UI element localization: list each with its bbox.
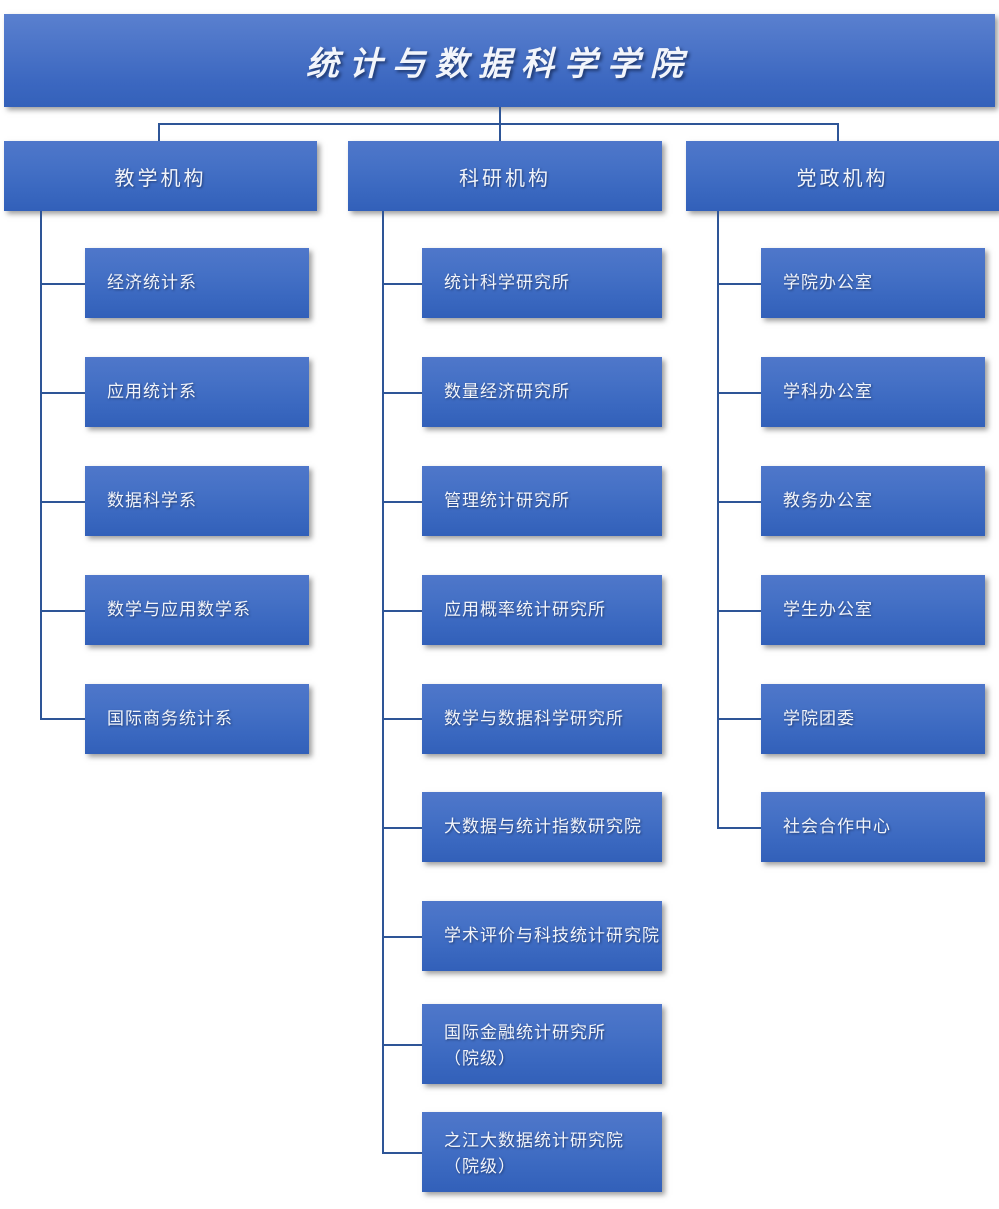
branch-head-research-label: 科研机构 [459, 167, 551, 190]
leaf-node-label: 大数据与统计指数研究院 [444, 816, 642, 836]
connector-branch-administration-3 [717, 501, 763, 503]
connector-to-head-teaching [158, 123, 160, 142]
connector-branch-research-3 [382, 501, 424, 503]
connector-branch-administration-2 [717, 392, 763, 394]
connector-branch-research-9 [382, 1152, 424, 1154]
leaf-node[interactable]: 国际金融统计研究所 （院级） [422, 1004, 662, 1084]
connector-branch-research-6 [382, 827, 424, 829]
branch-head-administration-label: 党政机构 [796, 167, 889, 190]
connector-branch-administration-1 [717, 283, 763, 285]
leaf-node-label: 经济统计系 [107, 272, 197, 292]
leaf-node-label: 数学与应用数学系 [107, 599, 251, 619]
connector-branch-administration-6 [717, 827, 763, 829]
connector-branch-teaching-4 [40, 610, 86, 612]
root-node-statistics-college[interactable]: 统计与数据科学学院 [4, 14, 995, 107]
leaf-node[interactable]: 数学与数据科学研究所 [422, 684, 662, 754]
connector-branch-research-1 [382, 283, 424, 285]
leaf-node[interactable]: 国际商务统计系 [85, 684, 309, 754]
leaf-node[interactable]: 社会合作中心 [761, 792, 985, 862]
branch-head-teaching[interactable]: 教学机构 [4, 141, 317, 211]
connector-branch-research-4 [382, 610, 424, 612]
leaf-node-label: 教务办公室 [783, 490, 873, 510]
connector-branch-teaching-2 [40, 392, 86, 394]
leaf-node-label: 国际金融统计研究所 （院级） [444, 1022, 606, 1068]
connector-branch-teaching-3 [40, 501, 86, 503]
connector-branch-administration-4 [717, 610, 763, 612]
root-node-label: 统计与数据科学学院 [306, 43, 693, 83]
leaf-node[interactable]: 应用统计系 [85, 357, 309, 427]
branch-head-research[interactable]: 科研机构 [348, 141, 662, 211]
leaf-node[interactable]: 学生办公室 [761, 575, 985, 645]
connector-branch-teaching-1 [40, 283, 86, 285]
connector-stem-research [382, 211, 384, 1154]
leaf-node-label: 学院办公室 [783, 272, 873, 292]
leaf-node[interactable]: 数学与应用数学系 [85, 575, 309, 645]
branch-head-teaching-label: 教学机构 [114, 167, 207, 190]
leaf-node[interactable]: 学院团委 [761, 684, 985, 754]
leaf-node-label: 学科办公室 [783, 381, 873, 401]
leaf-node[interactable]: 统计科学研究所 [422, 248, 662, 318]
leaf-node[interactable]: 管理统计研究所 [422, 466, 662, 536]
leaf-node[interactable]: 学院办公室 [761, 248, 985, 318]
leaf-node[interactable]: 学术评价与科技统计研究院 [422, 901, 662, 971]
connector-branch-research-5 [382, 718, 424, 720]
leaf-node-label: 应用概率统计研究所 [444, 599, 606, 619]
connector-to-head-research [499, 123, 501, 142]
leaf-node-label: 数据科学系 [107, 490, 197, 510]
leaf-node-label: 学术评价与科技统计研究院 [444, 925, 660, 945]
leaf-node-label: 学生办公室 [783, 599, 873, 619]
connector-branch-research-8 [382, 1044, 424, 1046]
connector-stem-teaching [40, 211, 42, 720]
leaf-node-label: 国际商务统计系 [107, 708, 233, 728]
leaf-node-label: 数学与数据科学研究所 [444, 708, 624, 728]
leaf-node-label: 学院团委 [783, 708, 855, 728]
leaf-node[interactable]: 应用概率统计研究所 [422, 575, 662, 645]
connector-branch-research-7 [382, 936, 424, 938]
connector-branch-administration-5 [717, 718, 763, 720]
connector-root-bar [158, 123, 839, 125]
leaf-node-label: 之江大数据统计研究院 （院级） [444, 1130, 624, 1176]
leaf-node[interactable]: 大数据与统计指数研究院 [422, 792, 662, 862]
leaf-node-label: 统计科学研究所 [444, 272, 570, 292]
leaf-node[interactable]: 经济统计系 [85, 248, 309, 318]
leaf-node-label: 社会合作中心 [783, 816, 891, 836]
connector-root-drop [499, 107, 501, 124]
leaf-node[interactable]: 数量经济研究所 [422, 357, 662, 427]
leaf-node-label: 数量经济研究所 [444, 381, 570, 401]
connector-branch-teaching-5 [40, 718, 86, 720]
connector-stem-administration [717, 211, 719, 829]
connector-to-head-administration [837, 123, 839, 142]
branch-head-administration[interactable]: 党政机构 [686, 141, 999, 211]
leaf-node-label: 管理统计研究所 [444, 490, 570, 510]
connector-branch-research-2 [382, 392, 424, 394]
leaf-node[interactable]: 数据科学系 [85, 466, 309, 536]
leaf-node[interactable]: 之江大数据统计研究院 （院级） [422, 1112, 662, 1192]
leaf-node-label: 应用统计系 [107, 381, 197, 401]
leaf-node[interactable]: 教务办公室 [761, 466, 985, 536]
leaf-node[interactable]: 学科办公室 [761, 357, 985, 427]
